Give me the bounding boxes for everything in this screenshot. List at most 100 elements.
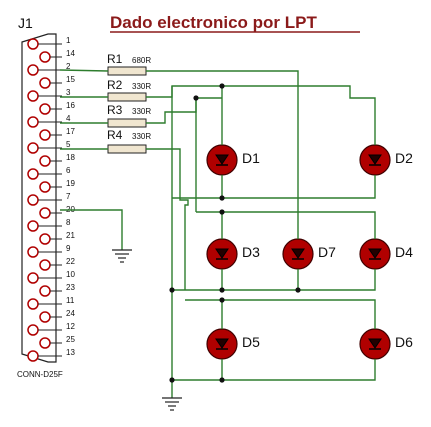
junction-dot — [219, 377, 225, 383]
junction-dot — [219, 209, 225, 215]
connector-pin: 4 — [27, 114, 71, 128]
pin-circle — [39, 181, 51, 193]
ground-symbol-leds — [162, 397, 182, 411]
pin-label: 8 — [66, 218, 71, 227]
connector-pin: 14 — [39, 49, 75, 63]
pin-label: 13 — [66, 348, 75, 357]
pin-circle — [27, 116, 39, 128]
led-label: D1 — [242, 150, 260, 166]
wiring — [59, 69, 376, 398]
pin-label: 21 — [66, 231, 75, 240]
diode-triangle — [215, 154, 229, 165]
led-d5: D5 — [206, 326, 260, 362]
diode-triangle — [215, 338, 229, 349]
pin-label: 9 — [66, 244, 71, 253]
junction-dot — [169, 287, 175, 293]
connector-pin: 3 — [27, 88, 71, 102]
pin-label: 23 — [66, 283, 75, 292]
junction-dot — [219, 287, 225, 293]
diode-triangle — [215, 248, 229, 259]
pin-circle — [27, 324, 39, 336]
connector-pin: 2 — [27, 62, 71, 76]
pin-label: 19 — [66, 179, 75, 188]
resistor-r1: R1 680R — [107, 52, 151, 76]
pin-circle — [27, 194, 39, 206]
connector-pin: 25 — [39, 335, 75, 349]
wire — [59, 69, 109, 72]
connector-ref: J1 — [18, 15, 33, 31]
pin-circle — [39, 51, 51, 63]
pin-label: 22 — [66, 257, 75, 266]
connector-pin: 15 — [39, 75, 75, 89]
pin-circle — [39, 77, 51, 89]
pin-circle — [27, 90, 39, 102]
connector-pin: 18 — [39, 153, 75, 167]
pin-circle — [39, 259, 51, 271]
pin-label: 2 — [66, 62, 71, 71]
resistor-value: 330R — [132, 82, 151, 91]
resistor-ref: R2 — [107, 78, 123, 92]
connector-part: CONN-D25F — [17, 370, 63, 379]
led-label: D6 — [395, 334, 413, 350]
connector-pin: 11 — [27, 296, 75, 310]
resistor-r3: R3 330R — [107, 103, 151, 128]
pin-label: 14 — [66, 49, 75, 58]
pin-label: 18 — [66, 153, 75, 162]
pin-label: 4 — [66, 114, 71, 123]
diode-triangle — [291, 248, 305, 259]
connector-pin: 22 — [39, 257, 75, 271]
wire — [222, 211, 376, 236]
led-d1: D1 — [206, 142, 260, 178]
wire — [221, 178, 376, 199]
led-label: D2 — [395, 150, 413, 166]
connector-pin: 7 — [27, 192, 71, 206]
connector-pin: 8 — [27, 218, 71, 232]
junction-dot — [295, 287, 301, 293]
led-label: D7 — [318, 244, 336, 260]
resistor-body — [107, 118, 147, 128]
connector-pin: 1 — [27, 36, 71, 50]
connector-pin: 23 — [39, 283, 75, 297]
wire — [60, 209, 123, 250]
connector-pin: 17 — [39, 127, 75, 141]
connector-pin: 19 — [39, 179, 75, 193]
pin-circle — [39, 311, 51, 323]
resistor-ref: R1 — [107, 52, 123, 66]
wire — [185, 299, 223, 326]
pin-label: 6 — [66, 166, 71, 175]
resistor-body — [107, 144, 147, 154]
junction-dot — [169, 377, 175, 383]
resistor-ref: R4 — [107, 128, 123, 142]
wire — [146, 148, 189, 290]
led-label: D5 — [242, 334, 260, 350]
wire — [196, 211, 223, 236]
pin-label: 16 — [66, 101, 75, 110]
resistor-body — [107, 92, 147, 102]
pin-label: 5 — [66, 140, 71, 149]
pin-label: 12 — [66, 322, 75, 331]
pin-circle — [27, 220, 39, 232]
pin-label: 24 — [66, 309, 75, 318]
wire — [221, 362, 376, 381]
led-label: D4 — [395, 244, 413, 260]
pin-circle — [39, 129, 51, 141]
led-d3: D3 — [206, 236, 260, 272]
pin-label: 10 — [66, 270, 75, 279]
pin-circle — [39, 285, 51, 297]
led-d2: D2 — [359, 142, 413, 178]
ground-symbol-connector — [112, 249, 132, 263]
connector-pin: 13 — [27, 348, 75, 362]
connector-pin: 6 — [27, 166, 71, 180]
connector-pin: 9 — [27, 244, 71, 258]
resistor-body — [107, 66, 147, 76]
pin-circle — [39, 103, 51, 115]
resistor-ref: R3 — [107, 103, 123, 117]
connector-pin: 10 — [27, 270, 75, 284]
led-label: D3 — [242, 244, 260, 260]
led-d7: D7 — [282, 236, 336, 272]
pin-label: 7 — [66, 192, 71, 201]
pin-circle — [27, 272, 39, 284]
wire — [146, 97, 222, 124]
